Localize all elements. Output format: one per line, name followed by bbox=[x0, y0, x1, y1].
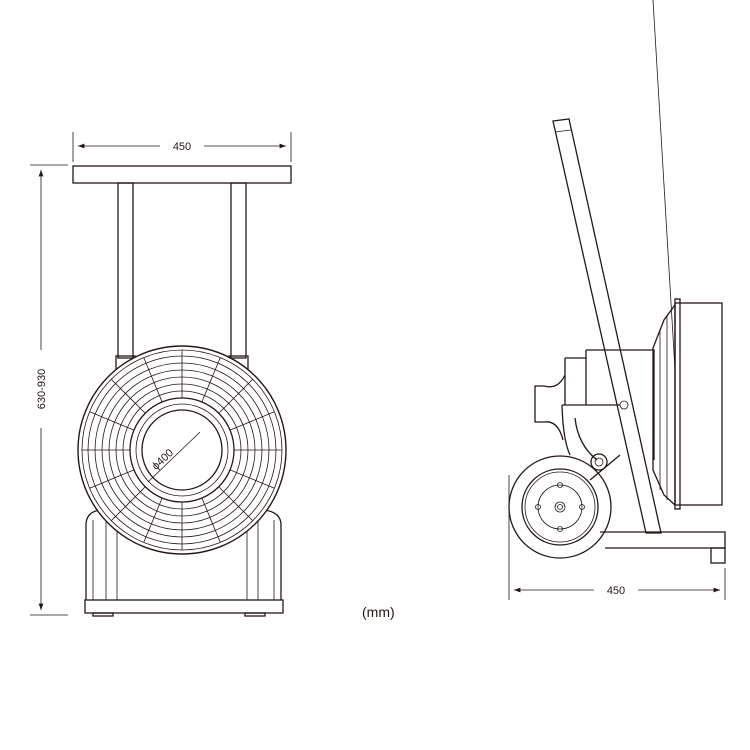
wheel bbox=[508, 455, 612, 559]
side-view: 450 bbox=[508, 0, 726, 600]
side-width-dimension: 450 bbox=[508, 475, 726, 600]
front-view: 450 630-930 bbox=[30, 132, 292, 617]
guard-spoke bbox=[143, 357, 163, 403]
left-post bbox=[117, 182, 134, 359]
width-dimension: 450 bbox=[72, 132, 292, 162]
guard-spoke bbox=[143, 497, 163, 543]
guard-spoke bbox=[229, 469, 275, 489]
guard-spoke bbox=[111, 486, 146, 521]
guard-spoke bbox=[111, 379, 146, 414]
diameter-leader bbox=[147, 431, 201, 483]
base-plate bbox=[84, 599, 284, 614]
height-dimension: 630-930 bbox=[30, 164, 68, 616]
guard-spoke bbox=[201, 357, 221, 403]
fan-housing bbox=[674, 302, 723, 506]
guard-spoke bbox=[218, 486, 253, 521]
motor-bracket bbox=[561, 404, 621, 481]
right-post bbox=[230, 182, 247, 359]
guard-cone bbox=[652, 304, 676, 506]
guard-spoke bbox=[89, 411, 135, 431]
guard-spoke bbox=[218, 379, 253, 414]
units-label: (mm) bbox=[362, 604, 395, 620]
fan-guard bbox=[77, 345, 287, 555]
guard-spoke bbox=[229, 411, 275, 431]
guard-spoke bbox=[201, 497, 221, 543]
front-height-label: 630-930 bbox=[36, 369, 48, 409]
guard-spoke bbox=[89, 469, 135, 489]
base-rail bbox=[600, 531, 726, 549]
front-width-label: 450 bbox=[173, 141, 191, 153]
handle-bar bbox=[72, 165, 292, 184]
side-width-label: 450 bbox=[607, 585, 625, 597]
motor bbox=[534, 349, 655, 460]
side-handle bbox=[552, 118, 662, 534]
